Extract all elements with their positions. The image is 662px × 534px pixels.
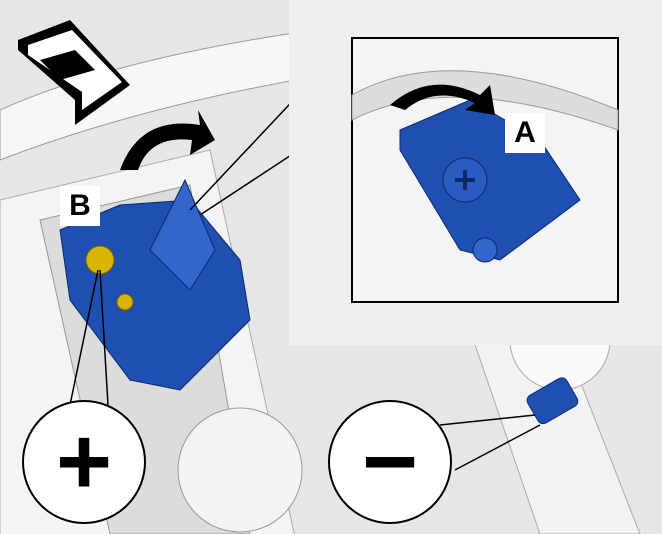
positive-symbol: + <box>22 400 146 524</box>
positive-terminal-post <box>85 245 115 275</box>
positive-terminal-cover <box>59 178 251 391</box>
label-a: A <box>505 113 545 153</box>
label-b: B <box>60 186 100 226</box>
round-cover <box>177 407 303 533</box>
vehicle-direction-icon <box>18 20 130 125</box>
negative-symbol: − <box>328 400 452 524</box>
negative-terminal <box>526 377 579 425</box>
rotate-arrow-icon <box>120 110 215 170</box>
rotate-arrow-icon <box>390 84 495 115</box>
detail-inset <box>289 0 662 345</box>
